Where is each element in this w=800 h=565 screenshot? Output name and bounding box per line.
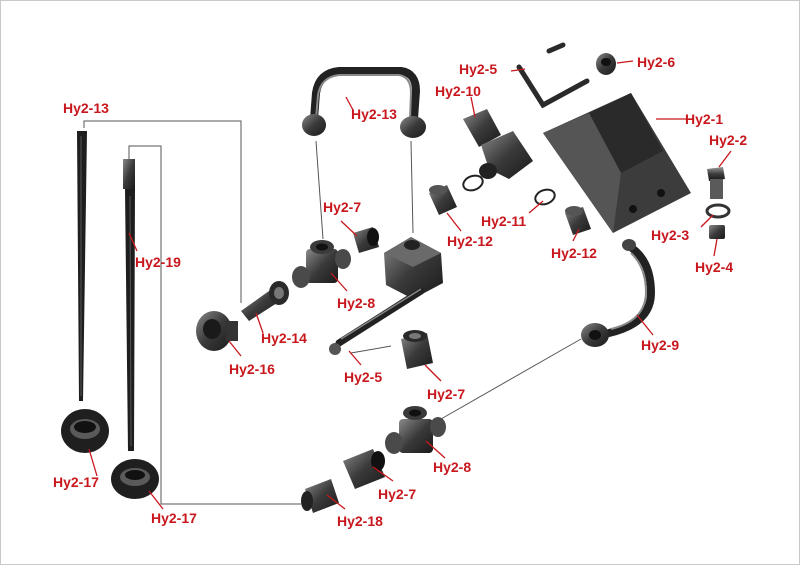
hex-nut-bottom: [343, 449, 385, 489]
label-hy2-7-bottom: Hy2-7: [378, 486, 417, 502]
relief-valve: [463, 109, 533, 179]
hose-nipple: [241, 281, 289, 321]
label-hy2-7-middle: Hy2-7: [427, 386, 466, 402]
label-hy2-12-right: Hy2-12: [551, 245, 597, 261]
straight-fitting-right: [565, 206, 591, 235]
tee-fitting-bottom: [385, 406, 446, 454]
o-rings: [462, 174, 556, 206]
ball-valve-with-handle: [329, 237, 443, 355]
label-hy2-5-key: Hy2-5: [459, 61, 498, 77]
label-hy2-18: Hy2-18: [337, 513, 383, 529]
label-hy2-3: Hy2-3: [651, 227, 690, 243]
washer: [705, 203, 731, 219]
bent-pipe-right: [581, 239, 656, 347]
dust-cap-left: [61, 409, 109, 453]
hex-nut-middle: [401, 330, 433, 369]
assembly-guide-lines: [83, 120, 582, 505]
label-hy2-19: Hy2-19: [135, 254, 181, 270]
label-hy2-9: Hy2-9: [641, 337, 680, 353]
l-handle-key: [516, 42, 590, 109]
label-hy2-7-top: Hy2-7: [323, 199, 362, 215]
label-hy2-13-hose: Hy2-13: [63, 100, 109, 116]
bent-pipe-top: [302, 67, 426, 138]
small-hex-nut: [709, 225, 725, 239]
hex-bolt: [707, 167, 725, 199]
small-nut: [596, 53, 616, 75]
label-hy2-12-left: Hy2-12: [447, 233, 493, 249]
label-hy2-4: Hy2-4: [695, 259, 734, 275]
mounting-bracket-plate: [543, 93, 691, 233]
label-hy2-1: Hy2-1: [685, 111, 724, 127]
label-leader-lines: [88, 60, 732, 510]
label-hy2-11: Hy2-11: [481, 213, 527, 229]
straight-fitting-left: [429, 185, 457, 215]
hydraulic-hose-with-fitting: [123, 159, 135, 451]
hydraulic-hose-long: [77, 131, 87, 401]
label-hy2-8-bottom: Hy2-8: [433, 459, 472, 475]
label-hy2-2: Hy2-2: [709, 132, 748, 148]
tee-fitting-top: [292, 240, 351, 288]
label-hy2-6: Hy2-6: [637, 54, 676, 70]
label-hy2-17-bottom: Hy2-17: [151, 510, 197, 526]
dust-cap-bottom: [111, 459, 159, 499]
label-hy2-17-left: Hy2-17: [53, 474, 99, 490]
quick-coupler: [196, 311, 238, 351]
label-hy2-8-top: Hy2-8: [337, 295, 376, 311]
adapter-fitting: [301, 479, 339, 513]
label-hy2-16: Hy2-16: [229, 361, 275, 377]
label-hy2-13-pipe: Hy2-13: [351, 106, 397, 122]
label-hy2-14: Hy2-14: [261, 330, 307, 346]
hex-nut-top: [353, 227, 379, 253]
label-hy2-5-handle: Hy2-5: [344, 369, 383, 385]
label-hy2-10: Hy2-10: [435, 83, 481, 99]
